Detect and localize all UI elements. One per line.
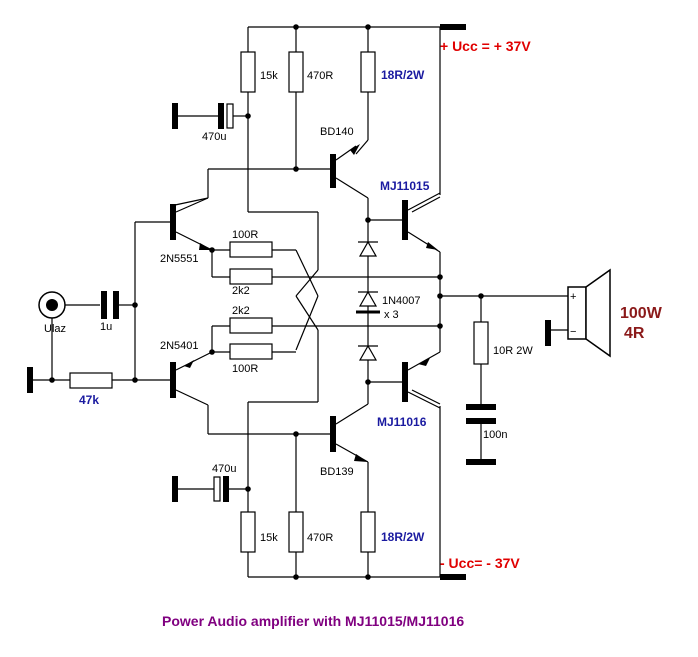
label-r-100r-bottom: 100R <box>232 363 258 375</box>
label-output-power: 100W <box>620 305 663 322</box>
label-output-impedance: 4R <box>624 325 645 342</box>
label-r-top-470: 470R <box>307 70 333 82</box>
resistor-470r-bottom <box>288 434 304 577</box>
label-c-top-470u: 470u <box>202 131 226 143</box>
label-speaker-plus: + <box>570 291 576 303</box>
label-r-bottom-470: 470R <box>307 532 333 544</box>
resistor-470r-top <box>288 27 304 169</box>
label-q-mj11016: MJ11016 <box>377 415 427 429</box>
label-r-input: 47k <box>79 393 99 407</box>
diode-string-1n4007 <box>356 220 380 382</box>
label-r-2k2-top: 2k2 <box>232 285 250 297</box>
transistor-bd140 <box>296 144 369 220</box>
label-q-bd140: BD140 <box>320 126 354 138</box>
transistor-mj11015 <box>368 27 441 253</box>
resistor-100r-top <box>212 241 319 351</box>
capacitor-470u-bottom <box>172 476 248 502</box>
label-r-zobel: 10R 2W <box>493 345 533 357</box>
label-r-100r-top: 100R <box>232 229 258 241</box>
label-c-input: 1u <box>100 321 112 333</box>
label-speaker-minus: − <box>570 326 576 338</box>
label-q-bd139: BD139 <box>320 466 354 478</box>
label-q-2n5551: 2N5551 <box>160 253 199 265</box>
diagram-title: Power Audio amplifier with MJ11015/MJ110… <box>162 613 464 629</box>
resistor-2k2-bottom <box>212 317 440 334</box>
label-positive-supply: + Ucc = + 37V <box>440 38 531 54</box>
resistor-100r-bottom <box>211 326 296 360</box>
resistor-47k-input <box>69 372 135 389</box>
transistor-bd139 <box>296 382 369 463</box>
junction-dots <box>49 24 484 580</box>
transistor-2n5401 <box>135 351 296 435</box>
label-r-bottom-18: 18R/2W <box>381 530 425 544</box>
resistor-2k2-top <box>211 250 440 285</box>
resistor-15k-bottom <box>240 402 256 577</box>
label-r-top-18: 18R/2W <box>381 68 425 82</box>
label-input: Ulaz <box>44 323 66 335</box>
label-r-top-15k: 15k <box>260 70 278 82</box>
label-c-bottom-470u: 470u <box>212 463 236 475</box>
resistor-15k-top <box>240 27 256 212</box>
label-r-bottom-15k: 15k <box>260 532 278 544</box>
input-jack <box>38 291 100 380</box>
label-diodes: 1N4007 <box>382 295 421 307</box>
label-q-mj11015: MJ11015 <box>380 179 430 193</box>
label-r-2k2-bottom: 2k2 <box>232 305 250 317</box>
resistor-18r-bottom <box>360 462 376 577</box>
capacitor-470u-top <box>172 103 248 129</box>
capacitor-1u-input <box>101 291 135 319</box>
resistor-18r-top <box>355 27 376 155</box>
label-c-zobel: 100n <box>483 429 507 441</box>
label-negative-supply: - Ucc= - 37V <box>440 555 520 571</box>
transistor-2n5551 <box>135 197 213 251</box>
transistor-mj11016 <box>368 351 441 577</box>
speaker <box>545 268 611 358</box>
label-q-2n5401: 2N5401 <box>160 340 199 352</box>
zobel-network <box>466 296 496 465</box>
label-diodes-count: x 3 <box>384 309 399 321</box>
